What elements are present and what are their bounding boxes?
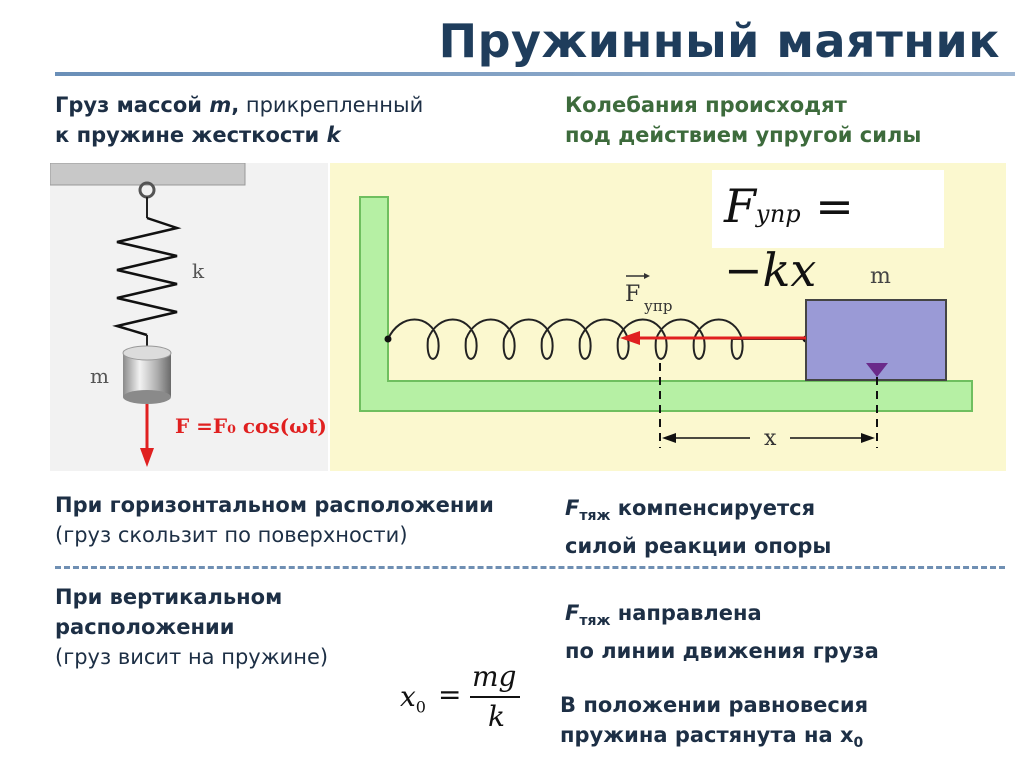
title-underline [55, 72, 1015, 76]
horizontal-right-line2: силой реакции опоры [565, 534, 832, 559]
horizontal-right-text: Fтяж компенсируется силой реакции опоры [565, 493, 831, 561]
force-formula: F =F₀ cos(ωt) [175, 414, 327, 438]
label-force: F [625, 282, 640, 307]
eq-x-sub: 0 [415, 697, 426, 717]
vertical-right-line2: по линии движения груза [565, 639, 879, 664]
horizontal-right-line1: компенсируется [610, 496, 816, 520]
left-panel-bg [50, 163, 328, 471]
intro-comma: , [231, 93, 240, 117]
vertical-spring-figure: k m F =F₀ cos(ωt) [50, 163, 328, 471]
intro-mass-symbol: m [209, 93, 232, 117]
formula-sub: упр [755, 200, 801, 228]
eq-equals: = [438, 678, 462, 711]
eq-x: x [400, 680, 416, 713]
intro-left-line2: к пружине жесткости [55, 123, 327, 147]
label-mass: m [870, 264, 891, 289]
ground [359, 196, 973, 412]
equilibrium-text: В положении равновесия пружина растянута… [560, 690, 868, 758]
equilibrium-line1: В положении равновесия [560, 693, 869, 717]
formula-rest: = −kx [724, 179, 854, 297]
label-m: m [90, 364, 109, 388]
horizontal-left-line1: При горизонтальном расположении [55, 493, 494, 517]
page-title: Пружинный маятник [438, 14, 1000, 68]
vertical-left-line2: расположении [55, 615, 235, 639]
label-displacement: x [764, 426, 777, 451]
intro-stiffness-symbol: k [326, 123, 341, 147]
ceiling [50, 163, 246, 186]
vertical-left-line1: При вертикальном [55, 585, 283, 609]
intro-left-attached: прикрепленный [239, 93, 424, 117]
spring-zigzag [112, 216, 182, 337]
vertical-right-line1: направлена [610, 601, 762, 625]
intro-left-line1: Груз массой [55, 93, 210, 117]
section-divider [55, 566, 1005, 569]
intro-right-line2: под действием упругой силы [565, 123, 922, 147]
equilibrium-line2: пружина растянута на x [560, 723, 854, 747]
equilibrium-line2-sub: 0 [853, 735, 864, 752]
intro-right-line1: Колебания происходят [565, 93, 847, 117]
mass-center-marker [866, 363, 888, 377]
intro-left-text: Груз массой m, прикрепленный к пружине ж… [55, 90, 423, 150]
horizontal-left-text: При горизонтальном расположении (груз ск… [55, 490, 494, 550]
eq-numerator: mg [472, 660, 517, 693]
intro-right-text: Колебания происходят под действием упруг… [565, 90, 921, 150]
vertical-right-text: Fтяж направлена по линии движения груза [565, 598, 879, 666]
formula-F: F [724, 179, 756, 233]
label-force-sub: упр [644, 297, 672, 315]
eq-fraction-bar [470, 696, 520, 698]
vertical-left-line3: (груз висит на пружине) [55, 645, 329, 669]
horizontal-left-line2: (груз скользит по поверхности) [55, 523, 408, 547]
horizontal-gravity-F: F [565, 496, 580, 520]
label-k: k [192, 259, 205, 283]
eq-denominator: k [488, 700, 505, 733]
hooke-formula-box: Fупр = −kx [712, 170, 944, 297]
vertical-gravity-F: F [565, 601, 580, 625]
vertical-gravity-sub: тяж [579, 613, 611, 630]
horizontal-gravity-sub: тяж [579, 508, 611, 525]
equilibrium-formula: x0 = mg k [400, 660, 530, 740]
vertical-left-text: При вертикальном расположении (груз виси… [55, 582, 328, 672]
